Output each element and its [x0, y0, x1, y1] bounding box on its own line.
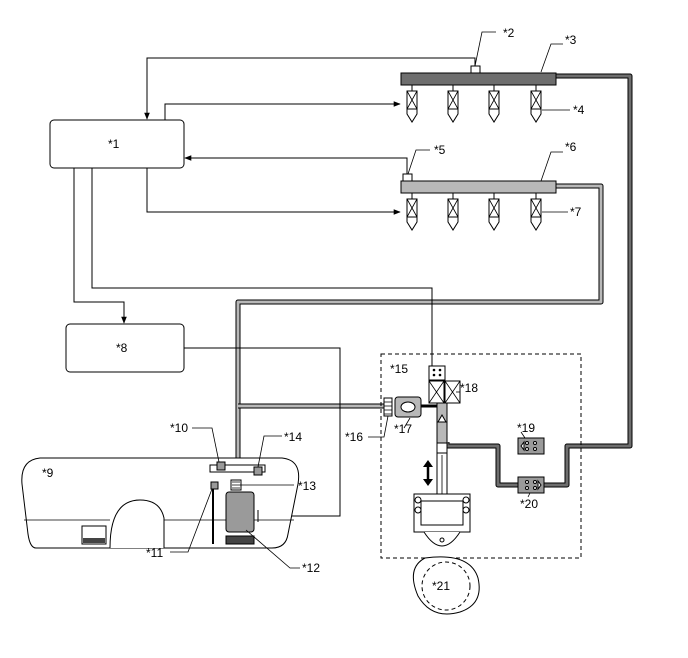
pressure-sensor-lower — [402, 173, 413, 182]
injectors-lower — [406, 193, 542, 231]
signal-wires — [73, 57, 476, 519]
label-part-17: *17 — [394, 422, 412, 436]
injector-lower-1 — [406, 193, 418, 231]
label-pump-in-tank: *12 — [302, 561, 320, 575]
part-11 — [210, 481, 219, 490]
supply-pump — [383, 365, 545, 547]
fuel-rail-lower — [400, 173, 557, 194]
label-rail-upper: *3 — [565, 33, 577, 47]
label-ecm: *1 — [108, 137, 120, 151]
injector-lower-3 — [488, 193, 500, 231]
part-14 — [253, 466, 263, 476]
callout-labels: *1 *2 *3 *4 *5 *6 *7 *8 *9 *10 *11 *12 *… — [42, 26, 585, 593]
injector-upper-3 — [488, 85, 500, 123]
label-part-13: *13 — [298, 479, 316, 493]
in-tank-pump — [225, 491, 255, 533]
label-cam: *21 — [432, 579, 450, 593]
pressure-sensor-upper — [470, 65, 481, 74]
label-injector-upper: *4 — [573, 103, 585, 117]
label-rail-lower: *6 — [565, 140, 577, 154]
injector-upper-4 — [530, 85, 542, 123]
part-10 — [216, 461, 226, 471]
fuel-rail-upper — [400, 65, 557, 86]
label-module-8: *8 — [116, 341, 128, 355]
leader-lines — [170, 31, 570, 569]
label-valve-20: *20 — [520, 497, 538, 511]
fuel-tank — [21, 457, 300, 549]
injector-lower-4 — [530, 193, 542, 231]
label-injector-lower: *7 — [570, 205, 582, 219]
label-part-14: *14 — [284, 430, 302, 444]
label-part-11: *11 — [146, 546, 163, 560]
cam — [412, 556, 480, 615]
injector-upper-2 — [447, 85, 459, 123]
label-sensor-upper: *2 — [503, 26, 515, 40]
ecm-box — [49, 119, 185, 169]
label-pump-assembly: *15 — [390, 362, 408, 376]
label-valve-19: *19 — [517, 421, 535, 435]
injector-upper-1 — [406, 85, 418, 123]
injector-lower-2 — [447, 193, 459, 231]
label-valve-18: *18 — [460, 381, 478, 395]
injectors-upper — [406, 85, 542, 123]
label-tank: *9 — [42, 466, 54, 480]
pump-assembly-boundary — [380, 353, 582, 559]
label-sensor-lower: *5 — [434, 143, 446, 157]
label-part-16: *16 — [345, 430, 363, 444]
label-part-10: *10 — [170, 421, 188, 435]
